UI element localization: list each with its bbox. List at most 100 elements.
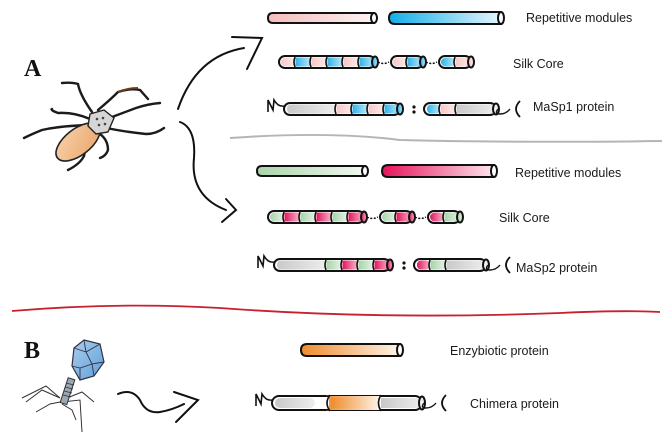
silk-core-block-segment	[316, 212, 332, 222]
protein-block-end-cap	[386, 258, 394, 272]
protein-segment	[430, 260, 446, 270]
silk-core-block-segment	[407, 57, 423, 67]
silk-core-block-segment	[348, 212, 364, 222]
label-masp1-repetitive-modules: Repetitive modules	[526, 11, 633, 25]
arrowhead-masp1	[231, 36, 264, 70]
silk-core-block-segment	[311, 57, 327, 67]
protein-diagrams	[255, 11, 521, 412]
protein-segment	[277, 260, 326, 270]
masp1-full-protein	[267, 97, 521, 118]
silk-core-block-end-cap	[360, 210, 368, 224]
silk-core-block-segment	[327, 57, 343, 67]
silk-core-block-segment	[455, 57, 471, 67]
protein-segment	[374, 260, 390, 270]
protein-segment	[326, 260, 342, 270]
divider-masp1-masp2	[229, 133, 663, 143]
silk-core-block-segment	[393, 57, 407, 67]
linker-dot	[402, 261, 406, 265]
label-masp2-repetitive-modules: Repetitive modules	[515, 166, 622, 180]
core-linker	[377, 61, 390, 65]
silk-core-block-segment	[295, 57, 311, 67]
silk-core-block-segment-boundary	[293, 56, 296, 68]
silk-core-block-segment-boundary	[325, 56, 328, 68]
protein-segment-boundary	[372, 259, 375, 271]
c-terminus-letter	[441, 394, 447, 412]
silk-core-block-segment	[281, 57, 295, 67]
silk-core-block-segment-boundary	[394, 211, 397, 223]
protein-segment	[342, 260, 358, 270]
arrow-to-masp2	[179, 121, 227, 211]
silk-core-block-segment-boundary	[298, 211, 301, 223]
linker-dot	[412, 105, 416, 109]
chimera-boundary	[326, 394, 331, 412]
protein-segment-boundary	[428, 259, 431, 271]
arrow-to-masp1	[177, 47, 245, 110]
chimera-protein	[255, 391, 447, 412]
protein-segment	[368, 104, 384, 114]
core-linker	[414, 216, 427, 220]
silk-core-block-segment-boundary	[330, 211, 333, 223]
label-masp2-protein: MaSp2 protein	[516, 261, 598, 275]
protein-segment-boundary	[356, 259, 359, 271]
silk-core-block-segment	[284, 212, 300, 222]
c-terminus-loop	[485, 264, 501, 271]
protein-segment	[336, 104, 352, 114]
silk-core-block-segment-boundary	[341, 56, 344, 68]
protein-segment	[446, 260, 486, 270]
protein-segment-boundary	[324, 259, 327, 271]
spider-markings	[95, 116, 107, 127]
silk-core-block-segment	[441, 57, 455, 67]
chimera-boundary	[377, 394, 382, 412]
label-masp1-protein: MaSp1 protein	[533, 100, 615, 114]
branch-arrows	[177, 36, 264, 223]
masp1-group	[266, 11, 521, 118]
protein-segment-boundary	[366, 103, 369, 115]
protein-block-end-cap	[396, 102, 404, 116]
core-linker	[366, 216, 379, 220]
spider-leg-brown	[117, 87, 139, 93]
protein-segment	[456, 104, 496, 114]
masp2-repetitive-modules	[255, 164, 498, 178]
c-terminus-loop	[421, 402, 437, 409]
protein-segment-boundary	[340, 259, 343, 271]
protein-segment	[352, 104, 368, 114]
c-terminus-letter	[515, 100, 521, 118]
silk-core-block-segment	[300, 212, 316, 222]
phage-tail-rings	[62, 382, 75, 398]
silk-core-block-segment-boundary	[453, 56, 456, 68]
repetitive-module-a-end-cap	[370, 12, 378, 24]
protein-segment	[417, 260, 430, 270]
masp2-full-protein	[257, 253, 511, 274]
arrowhead-masp2	[221, 198, 238, 223]
label-masp1-silk-core: Silk Core	[513, 57, 564, 71]
silk-core-block-end-cap	[419, 55, 427, 69]
protein-segment	[287, 104, 336, 114]
silk-core-block-segment	[382, 212, 396, 222]
silk-core-block-segment	[343, 57, 359, 67]
masp2-group	[255, 164, 511, 274]
silk-core-block-segment	[396, 212, 412, 222]
protein-segment-boundary	[334, 103, 337, 115]
n-terminus-tail	[267, 97, 285, 113]
protein-segment-boundary	[454, 103, 457, 115]
protein-segment	[358, 260, 374, 270]
panel-label-b: B	[24, 338, 41, 364]
protein-segment	[440, 104, 456, 114]
silk-core-block-segment	[430, 212, 444, 222]
silk-core-block-segment	[444, 212, 460, 222]
chimera-end-cap	[418, 395, 426, 411]
silk-core-block-segment-boundary	[309, 56, 312, 68]
label-masp2-silk-core: Silk Core	[499, 211, 550, 225]
spider-illustration	[22, 81, 166, 172]
n-terminus-tail	[257, 253, 275, 269]
divider-panel-a-b	[11, 304, 661, 317]
silk-core-block-segment	[359, 57, 375, 67]
silk-core-block-end-cap	[371, 55, 379, 69]
masp2-silk-core	[267, 210, 464, 224]
protein-segment-boundary	[444, 259, 447, 271]
c-terminus-letter	[505, 256, 511, 274]
arrow-panel-b	[117, 391, 200, 423]
phage-head-facets	[71, 339, 105, 380]
c-terminus-loop	[495, 108, 511, 115]
